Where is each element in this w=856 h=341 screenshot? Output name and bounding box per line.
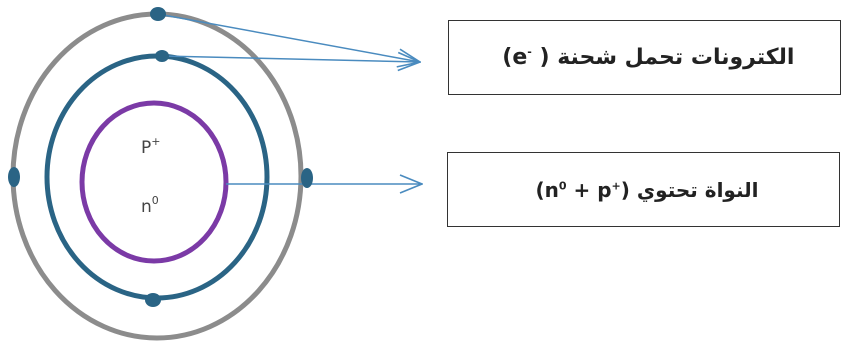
neutron-label: n0 (141, 194, 159, 217)
electron-dot (301, 168, 313, 188)
nucleus-ring (79, 100, 229, 264)
nucleus-label-box: النواة تحتوي (n0 + p+) (447, 152, 840, 227)
electron-dot (145, 293, 161, 307)
electrons-label-box: الكترونات تحمل شحنة (e- ) (448, 20, 841, 95)
electron-dot (8, 167, 20, 187)
outer-orbit (10, 11, 304, 341)
electron-arrow-inner (161, 56, 420, 62)
nucleus-composition-formula: (n0 + p+) (535, 177, 630, 202)
electron-arrow-outer (157, 13, 420, 62)
electron-charge-formula: (e- ) (502, 45, 550, 70)
nucleus-label: النواة تحتوي (n0 + p+) (528, 178, 758, 202)
electrons-label: الكترونات تحمل شحنة (e- ) (495, 45, 794, 70)
electron-dot (150, 7, 166, 21)
proton-label: P+ (141, 135, 160, 158)
electron-dot (155, 50, 169, 62)
